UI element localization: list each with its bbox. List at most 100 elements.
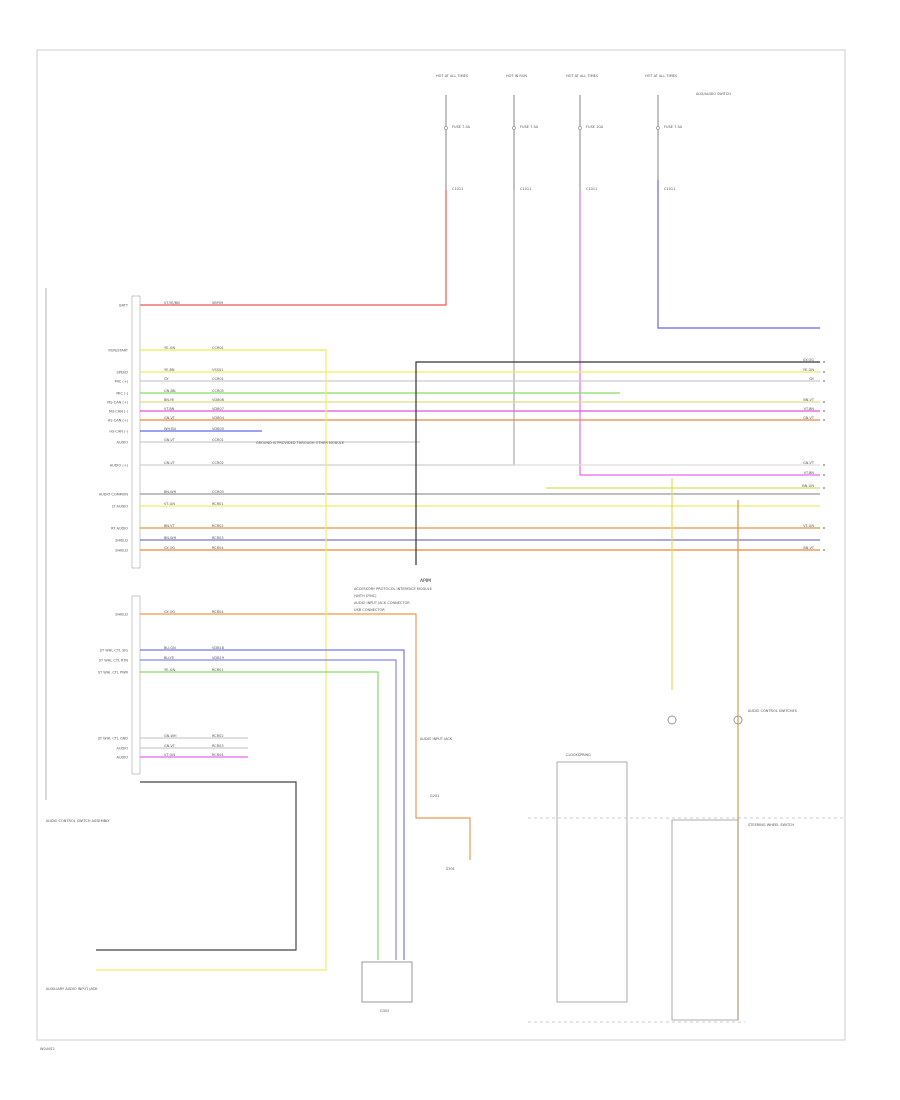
module-desc-2: (WITH SYNC) [354, 594, 377, 598]
left-pin-label: HS-CAN (-) [109, 430, 128, 434]
left-pin-label: SPEED [117, 371, 129, 375]
right-pin-terminal [823, 361, 825, 363]
fuse-4-label: FUSE 7.5A [664, 125, 683, 129]
module-desc-3: AUDIO INPUT JACK CONNECTOR [354, 601, 410, 605]
left-pin-circuit: VDB04 [212, 416, 225, 420]
module-connector [131, 295, 141, 569]
left-pin-label: LT AUDIO [112, 505, 128, 509]
bottom-center-label: G303 [380, 1009, 389, 1013]
green-wire-down [140, 671, 379, 960]
left-component-label: AUDIO CONTROL SWITCH ASSEMBLY [46, 819, 111, 823]
supply-4-wire [657, 180, 820, 329]
supply-headers: HOT AT ALL TIMES HOT IN RUN HOT AT ALL T… [436, 74, 678, 78]
module-title: APIM [420, 578, 431, 584]
left-pin-circuit: CCR01 [212, 438, 224, 442]
audio-jack-device [361, 961, 413, 1003]
lower-pin-wire: BU-YE [164, 656, 174, 660]
right-pin-label: GN-VT [803, 416, 815, 420]
left-pin-wire: GN-BN [164, 389, 176, 393]
clockspring-box [556, 761, 628, 1003]
supply-3-wire [579, 190, 820, 476]
left-pin-label: BATT [119, 304, 129, 308]
supply-2-wire-code: C1011 [520, 187, 531, 191]
clockspring-label: CLOCKSPRING [566, 753, 591, 757]
right-switch-box [671, 819, 739, 1021]
lower-pin-circuit: RCR03 [212, 744, 224, 748]
fuse-2-label: FUSE 7.5A [520, 125, 539, 129]
left-pin-circuit: VDB05 [212, 427, 224, 431]
fuse-4-symbol [656, 126, 660, 130]
fuse-1-label: FUSE 7.5A [452, 125, 471, 129]
left-pin-circuit: VDB07 [212, 407, 224, 411]
left-pin-label: RUN/START [108, 349, 128, 353]
module-desc-1: ACCESSORY PROTOCOL INTERFACE MODULE [354, 587, 432, 591]
fuse-3-symbol [578, 126, 582, 130]
supply-lines [140, 95, 820, 476]
supply-4-wire-code: C1011 [664, 187, 675, 191]
lower-pin-circuit: VDB19 [212, 656, 224, 660]
lower-pin-circuit: RCR04 [212, 610, 224, 614]
supply-3-wire-code: C1011 [586, 187, 597, 191]
left-pin-circuit: RCR03 [212, 536, 224, 540]
lower-pin-circuit: VDB18 [212, 646, 224, 650]
lower-pin-label: ST WHL CTL PWR [98, 671, 129, 675]
supply-4-label: HOT AT ALL TIMES [645, 74, 678, 78]
left-pin-circuit: CCR02 [212, 461, 224, 465]
left-pin-circuit: CCR03 [212, 490, 224, 494]
lower-pin-label: ST WHL CTL RTN [99, 659, 129, 663]
ground-label: G201 [430, 794, 439, 798]
supply-2-label: HOT IN RUN [506, 74, 527, 78]
left-pin-wire: BN-WH [164, 536, 177, 540]
left-pin-circuit: SBP09 [212, 301, 223, 305]
supply-1-label: HOT AT ALL TIMES [436, 74, 469, 78]
fuse-1-symbol [444, 126, 448, 130]
lower-wires [96, 349, 820, 1020]
left-pin-circuit: CCR05 [212, 389, 224, 393]
left-pin-circuit: VDB06 [212, 398, 224, 402]
steering-switch-label: STEERING WHEEL SWITCH [748, 823, 794, 827]
orange-wire-down [140, 613, 471, 860]
lower-pin-wire: YE-GN [164, 668, 175, 672]
blue2-wire-down [140, 659, 397, 960]
diagram-border [36, 49, 846, 1041]
dark-wire-left [96, 781, 297, 951]
right-pin-terminal [823, 410, 825, 412]
left-pin-label: MIC (-) [116, 392, 128, 396]
left-pin-wire: BN-WH [164, 490, 177, 494]
switch-circle-2 [733, 715, 743, 725]
right-pin-label: GY-OG [803, 358, 814, 362]
left-pin-label: AUDIO [117, 441, 129, 445]
lower-pin-wire: GN-WH [164, 734, 177, 738]
right-switch-label: AUDIO CONTROL SWITCHES [748, 709, 798, 713]
right-pin-label: BN-VT [803, 546, 814, 550]
right-pin-terminal [823, 487, 825, 489]
left-pin-label: SHIELD [115, 549, 128, 553]
left-pin-circuit: RCR02 [212, 524, 224, 528]
left-pin-wire: GN-VT [164, 461, 176, 465]
left-pin-wire: GY-OG [164, 546, 175, 550]
lower-pin-label: AUDIO [117, 756, 129, 760]
module-desc-4: USB CONNECTOR [354, 608, 385, 612]
left-pin-circuit: CCR01 [212, 346, 224, 350]
right-pin-terminal [823, 419, 825, 421]
left-pin-label: AUDIO COMMON [99, 493, 129, 497]
left-pin-wire: YE-GN [164, 346, 175, 350]
right-pin-label: VT-BN [804, 471, 815, 475]
left-pin-wire: VT-YE/BN [164, 301, 180, 305]
right-pin-label: GY [809, 377, 815, 381]
left-pin-wire: BN-VT [164, 524, 175, 528]
right-pin-terminal [823, 401, 825, 403]
lower-pin-label: AUDIO [117, 747, 129, 751]
footer-code: W04452 [40, 1047, 55, 1051]
right-pin-terminal [823, 371, 825, 373]
bus-line [415, 361, 820, 565]
right-pin-label: YE-GN [803, 368, 814, 372]
left-pin-label: MIC (+) [115, 380, 129, 384]
lower-pin-wire: GN-VT [164, 744, 176, 748]
left-pin-wire: VT-BN [164, 407, 175, 411]
lower-pin-circuit: RCR02 [212, 734, 224, 738]
lower-pin-label: ST WHL CTL SIG [100, 649, 129, 653]
